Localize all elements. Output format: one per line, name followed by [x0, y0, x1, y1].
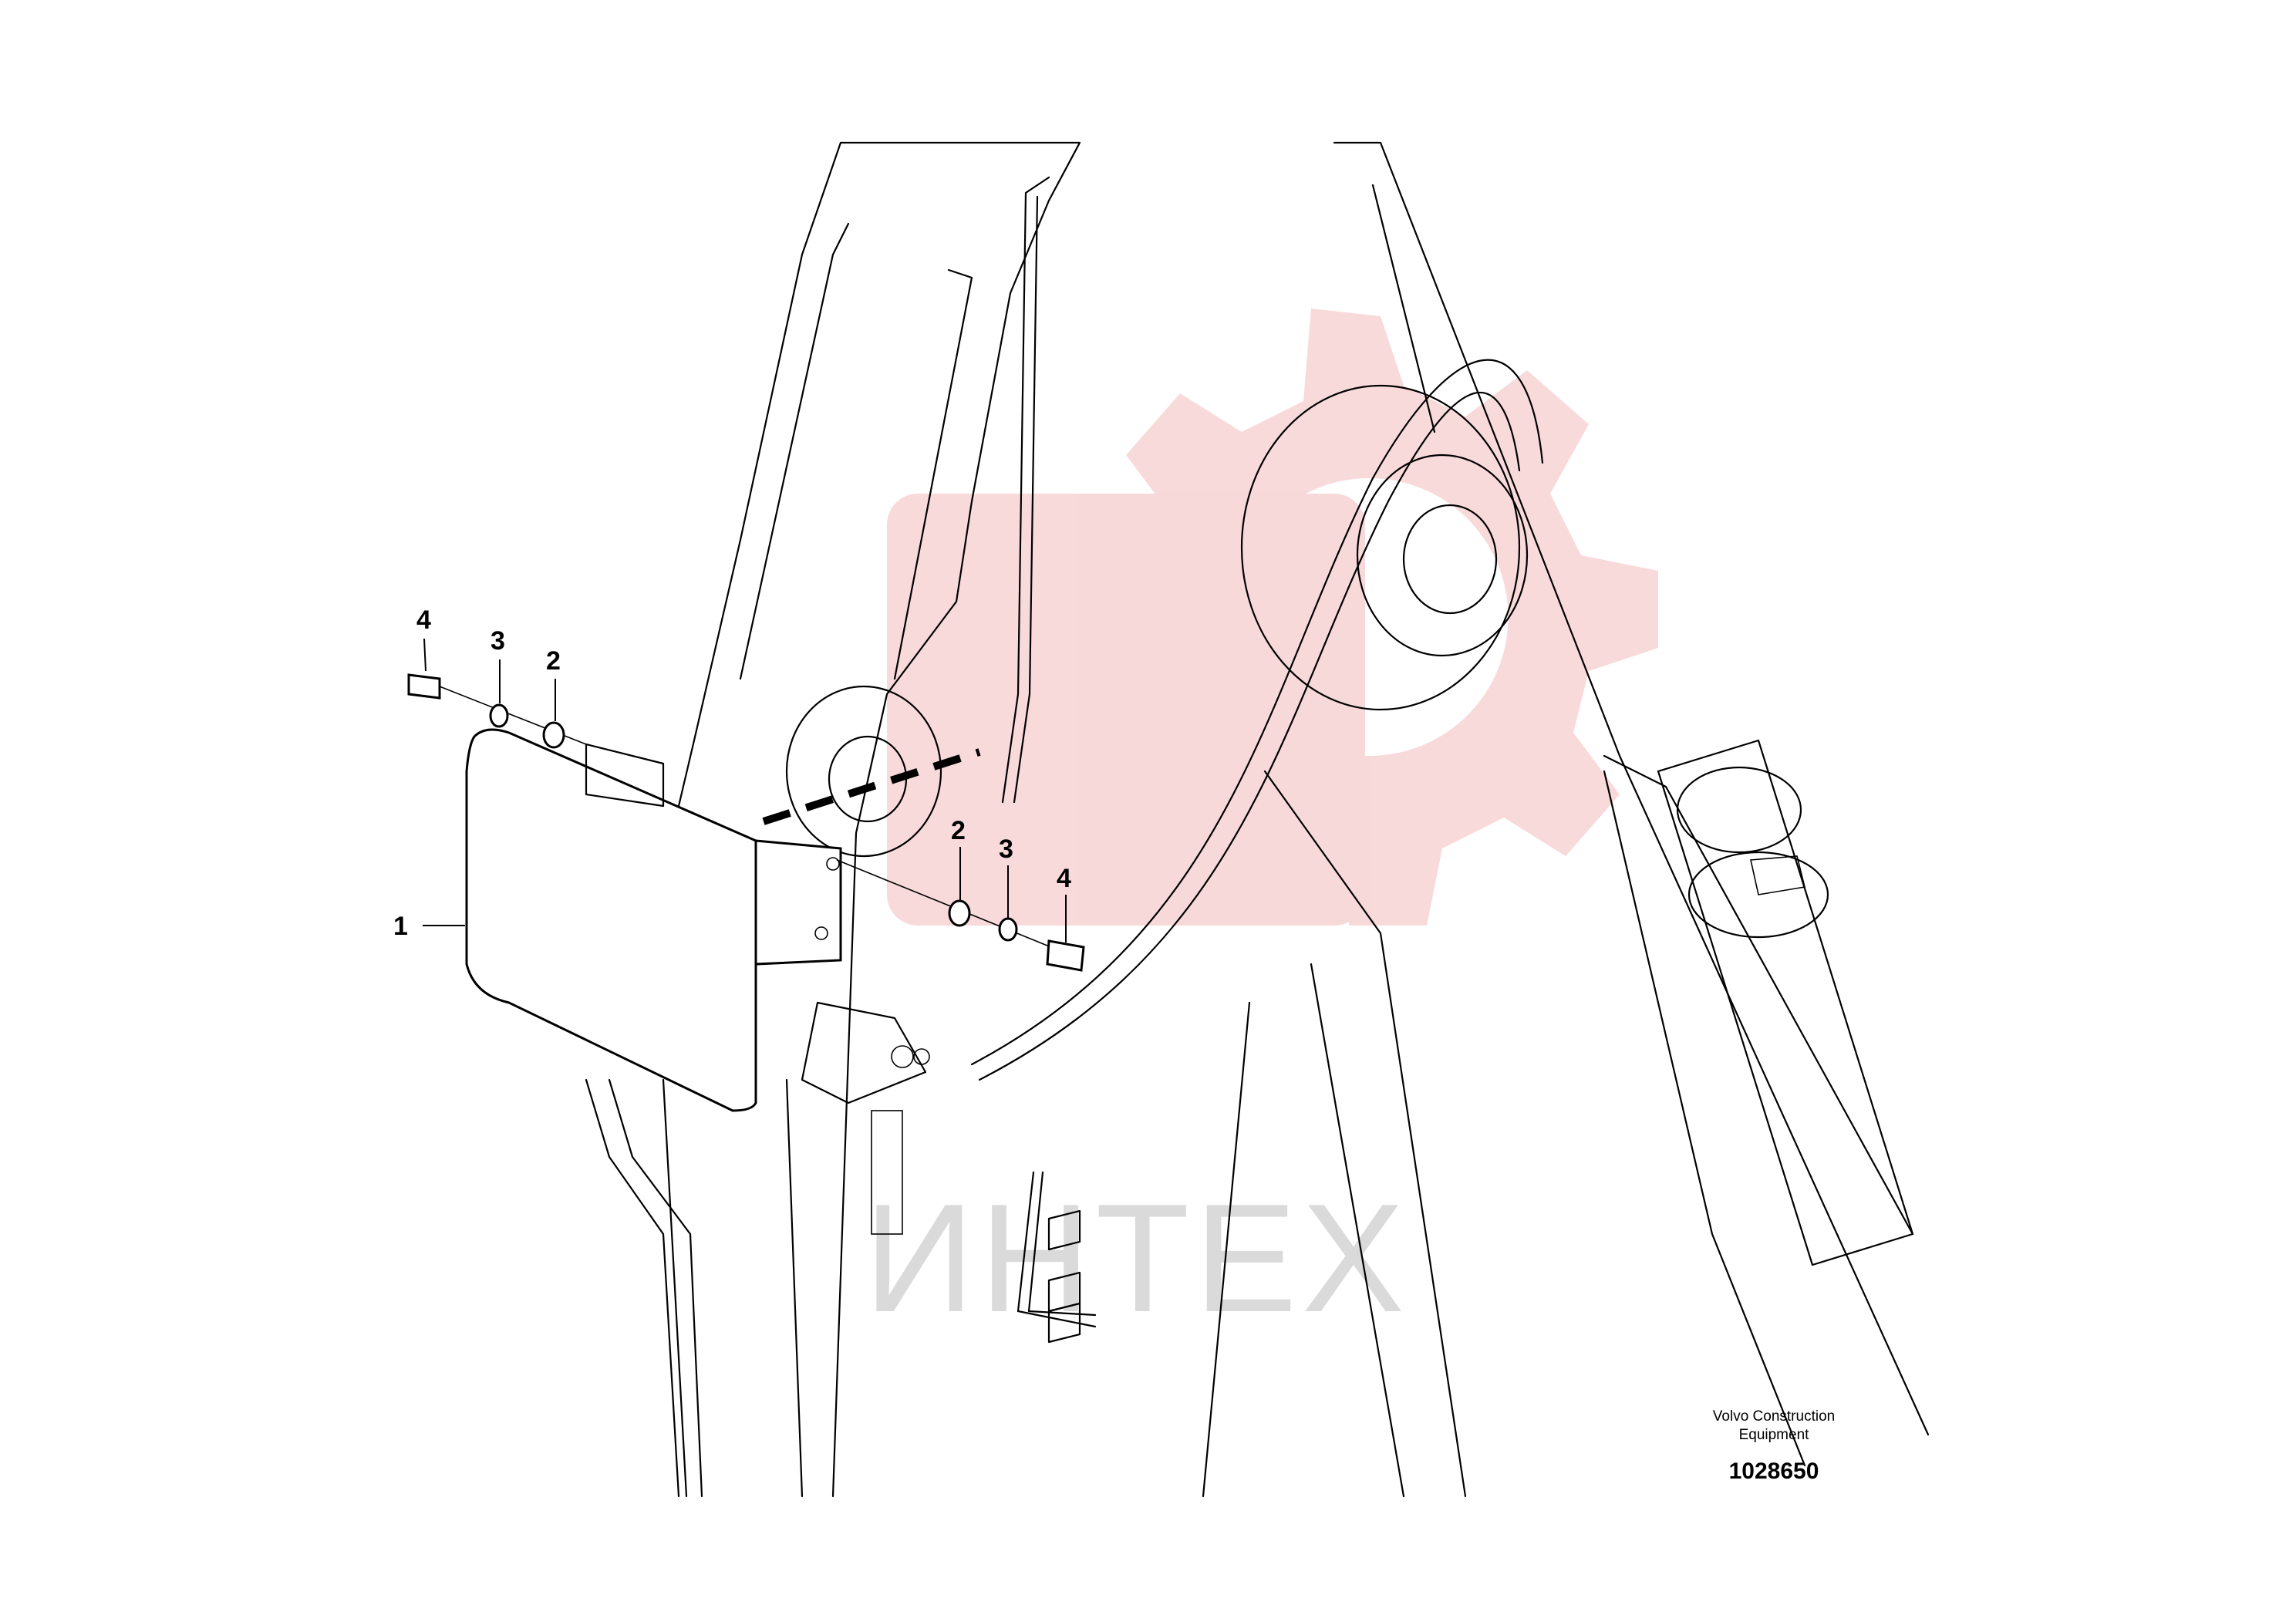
maker-name-line2: Equipment [1739, 1427, 1810, 1443]
document-number: 1028650 [1729, 1458, 1819, 1484]
boom-structure [585, 141, 1930, 1498]
callout-leaders [423, 638, 1067, 943]
callout-4-lower: 4 [1057, 864, 1071, 893]
mirror-plate-part [465, 728, 842, 1112]
hydraulic-cylinder [1657, 739, 1914, 1266]
pivot-ring [785, 384, 1529, 858]
bolt-upper [407, 673, 587, 749]
watermark-gear-icon [887, 309, 1658, 926]
hydraulic-hoses [970, 176, 1544, 1328]
mounting-dashed-line [762, 748, 981, 825]
callout-1: 1 [393, 912, 408, 941]
watermark-text: ИНТЕХ [864, 1172, 1409, 1344]
valve-block [801, 1001, 1081, 1344]
callout-3-upper: 3 [491, 626, 505, 656]
callout-2-upper: 2 [546, 646, 561, 676]
callout-2-lower: 2 [951, 816, 966, 845]
maker-name: Volvo Construction [1713, 1408, 1835, 1425]
bolt-lower [836, 859, 1085, 972]
callout-4-upper: 4 [416, 605, 431, 635]
callout-3-lower: 3 [999, 835, 1013, 864]
title-block: Volvo Construction Equipment 1028650 [1713, 1408, 1835, 1484]
